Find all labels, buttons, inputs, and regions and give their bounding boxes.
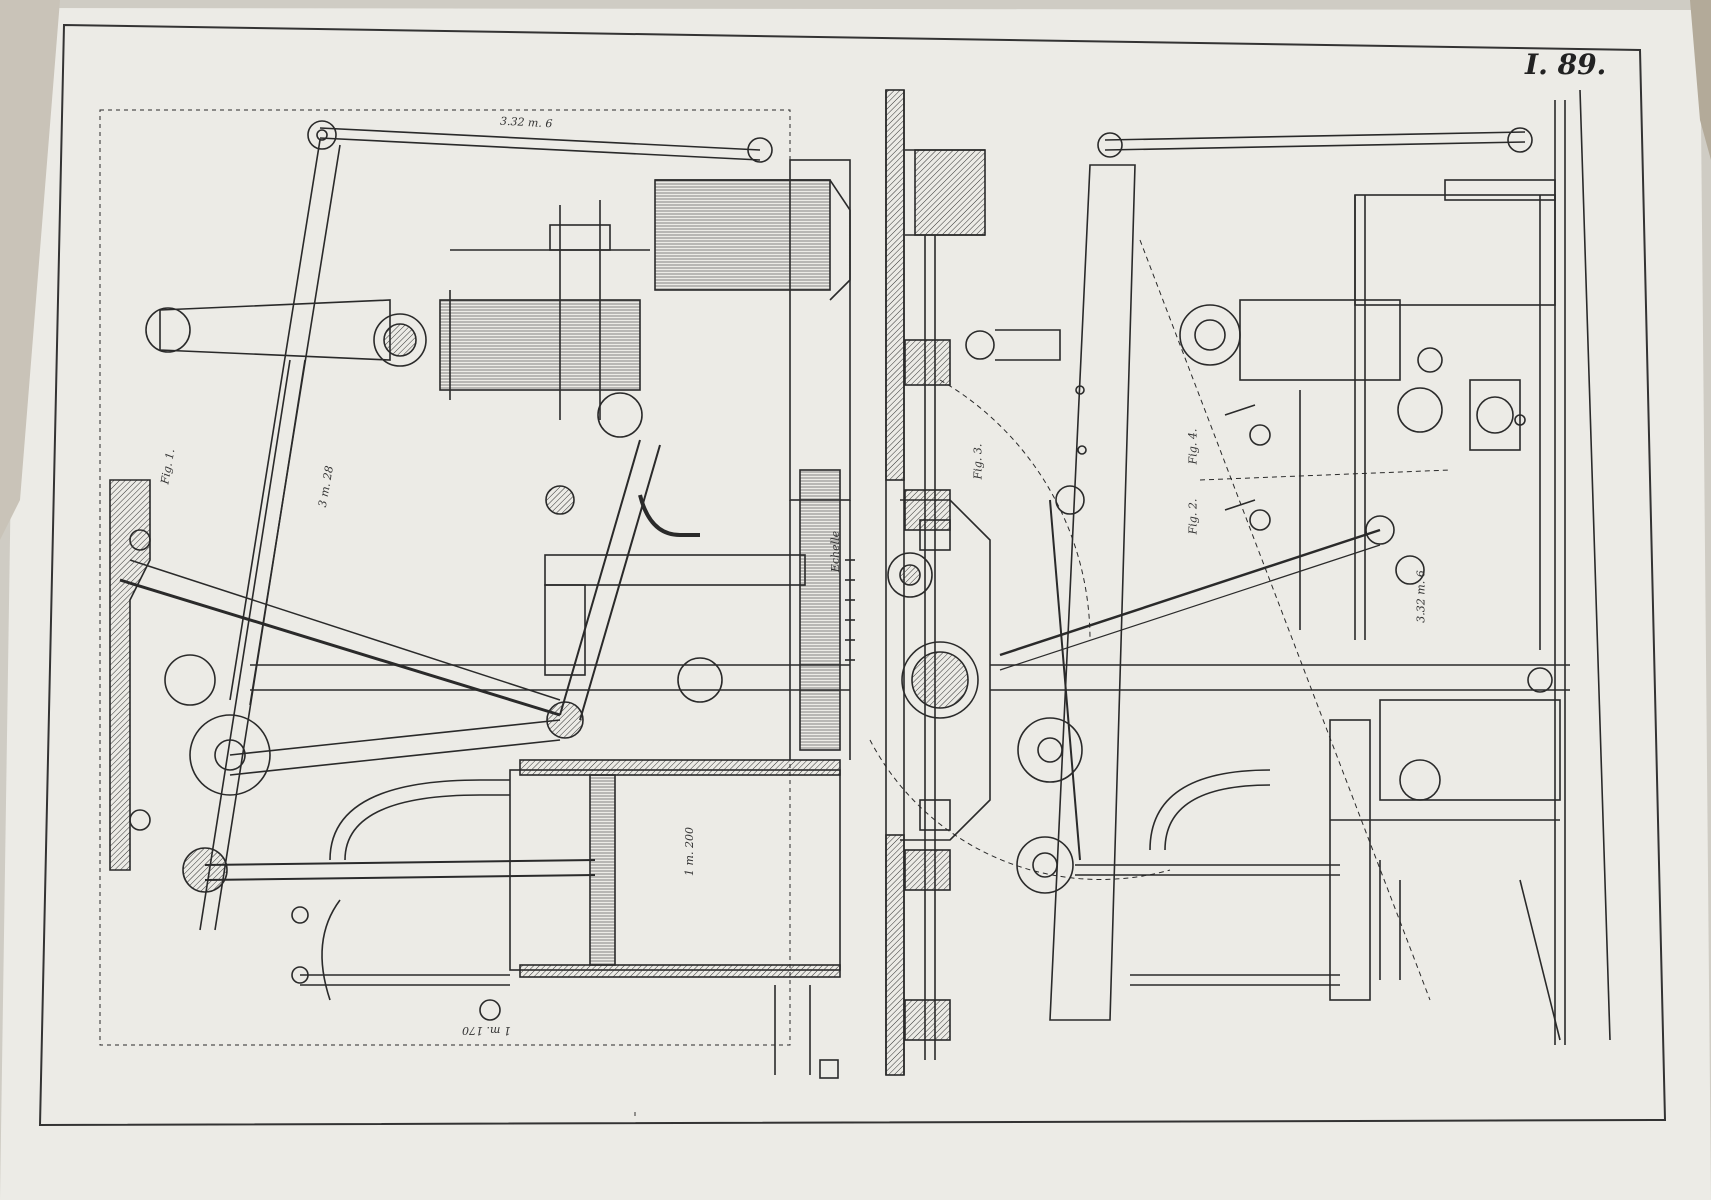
right-elevation — [965, 89, 1611, 1045]
center-section — [845, 89, 1171, 1076]
dimension-top-rod: 3.32 m. 6 — [499, 114, 553, 131]
paper-sheet — [0, 8, 1711, 1200]
scale-label: Echelle — [829, 530, 843, 573]
dimension-cylinder: 1 m. 200 — [682, 827, 696, 876]
figure-3-label: Fig. 3. — [971, 443, 985, 480]
figure-2-label: Fig. 2. — [1186, 498, 1200, 535]
left-elevation — [99, 109, 851, 1079]
dimension-right-height: 3.32 m. 6 — [1414, 570, 1428, 623]
figure-4-label: Fig. 4. — [1186, 428, 1200, 465]
plate-border — [38, 23, 1667, 1127]
plate-number: I. 89. — [1525, 48, 1607, 81]
dimension-beam-low: 1 m. 170 — [462, 1024, 511, 1037]
